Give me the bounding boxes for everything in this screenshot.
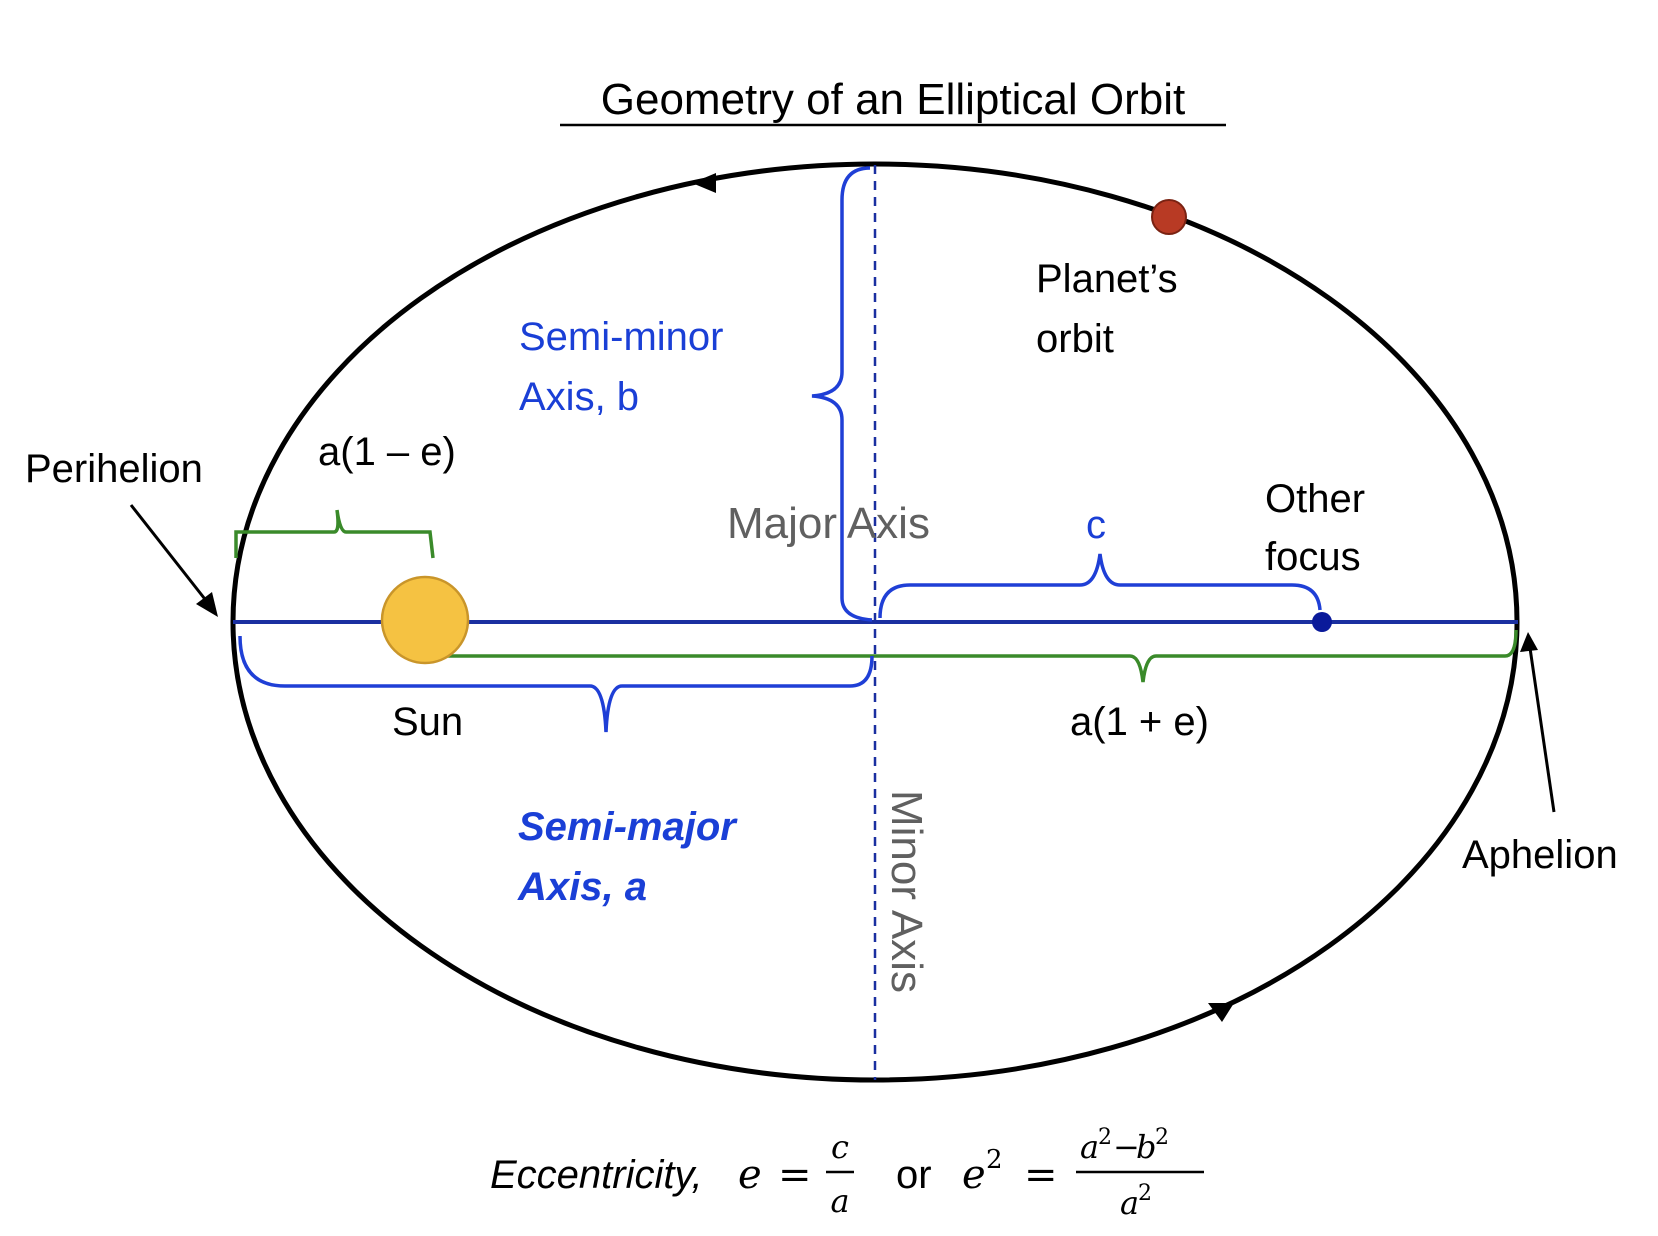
- planets-orbit-label-line1: Planet’s: [1036, 257, 1178, 301]
- formula-equals-1: =: [778, 1152, 812, 1198]
- formula-e-squared-base: e: [962, 1152, 986, 1198]
- other-focus-label-line1: Other: [1265, 477, 1365, 521]
- formula-frac2-num-a-exp: 2: [1098, 1125, 1112, 1150]
- sun-icon: [380, 575, 470, 665]
- eccentricity-formula: Eccentricity, e = c a or e 2 = a 2 − b 2…: [490, 1125, 1204, 1222]
- aphelion-label: Aphelion: [1462, 833, 1618, 877]
- perihelion-arrowhead-icon: [196, 592, 218, 617]
- aphelion-arrow-line: [1528, 647, 1556, 813]
- bracket-a-one-plus-e: [440, 629, 1518, 683]
- diagram-title: Geometry of an Elliptical Orbit: [601, 75, 1185, 124]
- formula-frac2-num-b-exp: 2: [1155, 1125, 1169, 1150]
- semi-minor-label-line2: Axis, b: [519, 375, 639, 419]
- formula-frac2-minus: −: [1113, 1128, 1140, 1166]
- perihelion-arrow-line: [129, 504, 210, 604]
- formula-e-squared-exp: 2: [986, 1145, 1003, 1175]
- bracket-semi-major: [238, 635, 874, 733]
- formula-frac2-den-exp: 2: [1138, 1181, 1152, 1206]
- formula-frac1-den: a: [830, 1182, 849, 1220]
- formula-frac2-num-b: b: [1136, 1128, 1156, 1166]
- formula-or: or: [896, 1153, 932, 1197]
- orbit-arrow-bottom-icon: [1208, 1003, 1234, 1022]
- bracket-c: [878, 553, 1322, 619]
- formula-prefix: Eccentricity,: [490, 1153, 703, 1197]
- semi-major-label-line1: Semi-major: [518, 805, 738, 849]
- formula-e: e: [738, 1152, 762, 1198]
- minor-axis-label: Minor Axis: [882, 790, 931, 993]
- semi-minor-label-line1: Semi-minor: [519, 315, 723, 359]
- major-axis-label: Major Axis: [727, 499, 930, 548]
- formula-equals-2: =: [1024, 1152, 1058, 1198]
- formula-frac2-num-a: a: [1080, 1128, 1099, 1166]
- formula-frac1-num: c: [831, 1128, 849, 1166]
- other-focus-dot: [1312, 612, 1332, 632]
- orbit-arrow-top-icon: [692, 173, 716, 193]
- bracket-a-one-minus-e: [234, 509, 435, 559]
- perihelion-label: Perihelion: [25, 447, 203, 491]
- aphelion-arrowhead-icon: [1520, 632, 1538, 652]
- a-one-minus-e-label: a(1 – e): [318, 430, 456, 474]
- planet-icon: [1151, 199, 1187, 235]
- formula-frac2-den-a: a: [1120, 1184, 1139, 1222]
- a-one-plus-e-label: a(1 + e): [1070, 700, 1209, 744]
- semi-major-label-line2: Axis, a: [517, 865, 647, 909]
- sun-label: Sun: [392, 700, 463, 744]
- other-focus-label-line2: focus: [1265, 535, 1361, 579]
- bracket-semi-minor: [811, 166, 873, 622]
- c-label: c: [1086, 503, 1106, 547]
- planets-orbit-label-line2: orbit: [1036, 317, 1114, 361]
